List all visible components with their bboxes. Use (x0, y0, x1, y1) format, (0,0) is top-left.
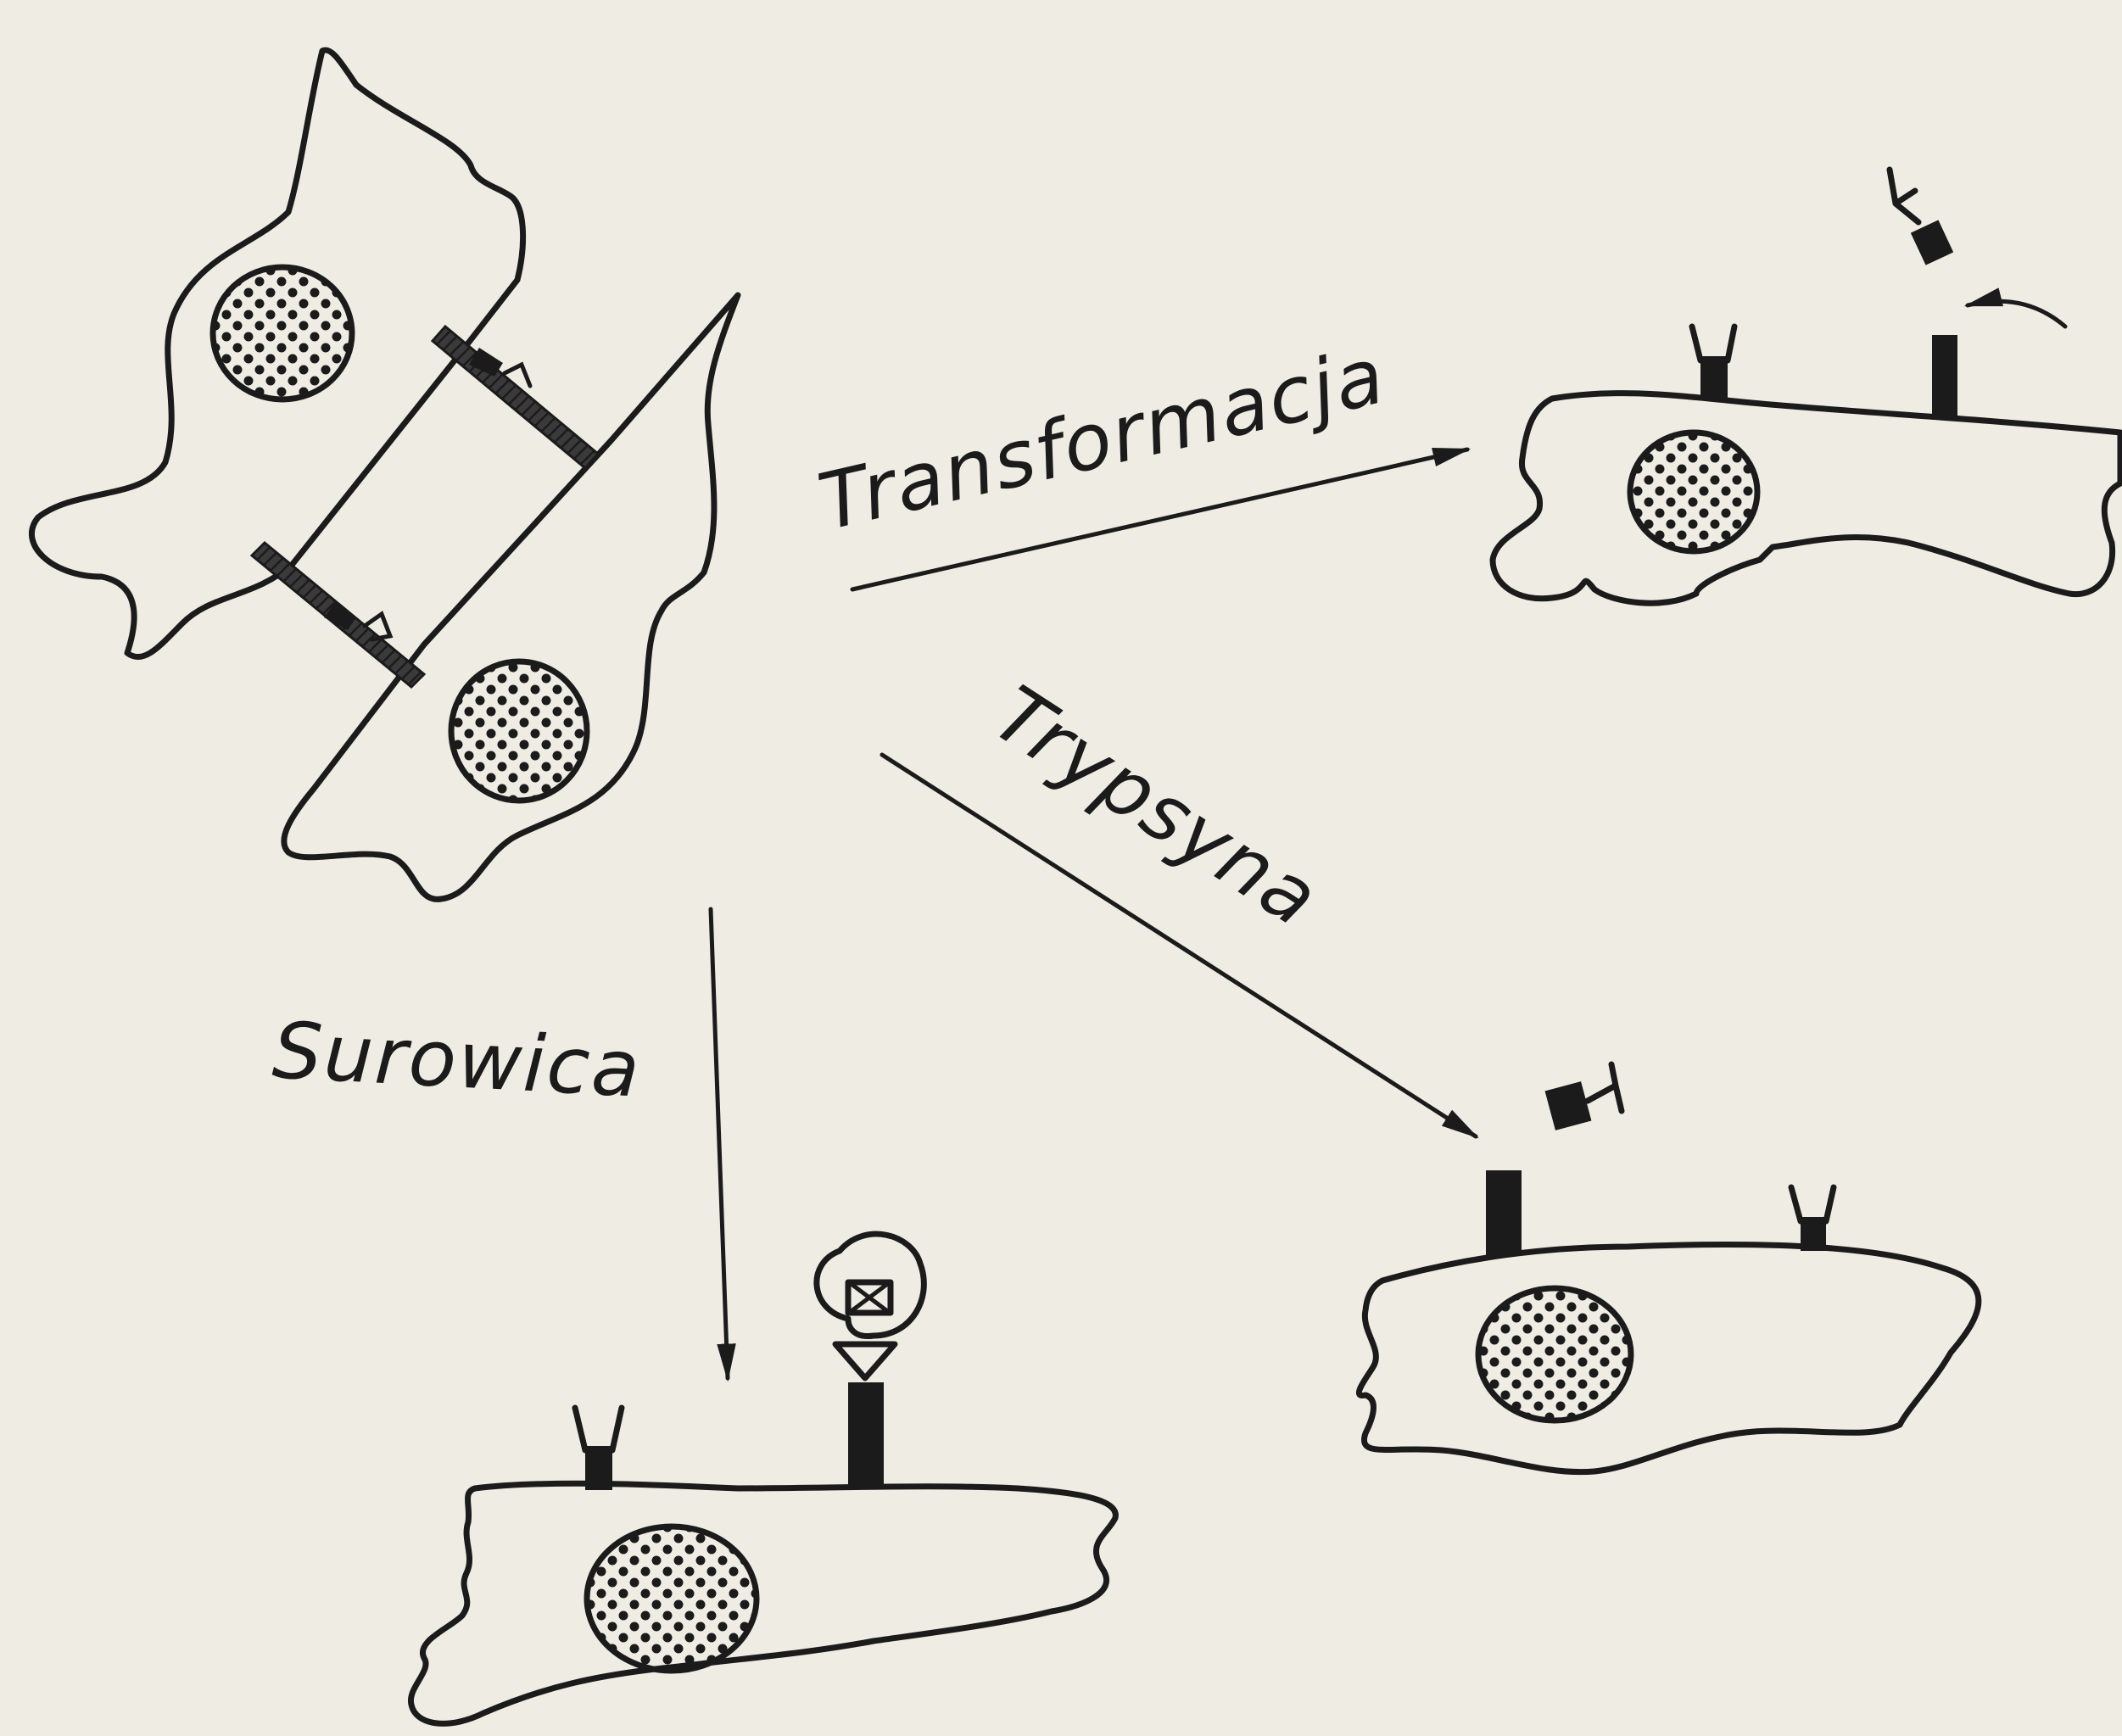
cell-a-nucleus (213, 267, 352, 399)
release-arrow (1968, 301, 2065, 327)
receptor-stub (1932, 335, 1957, 420)
serum-cell (410, 1234, 1115, 1723)
junction-bridge-lower (252, 543, 424, 687)
receptor-y (1692, 327, 1734, 399)
serum-cell-receptor-y (575, 1408, 622, 1490)
trypsin-cell-nucleus (1478, 1288, 1631, 1421)
transformed-cell (1493, 170, 2120, 603)
released-fragment-top (1890, 170, 1953, 265)
serum-arrow (711, 909, 728, 1378)
serum-cell-nucleus (587, 1527, 757, 1671)
trypsin-cell-receptor-y (1791, 1187, 1834, 1251)
trypsin-cell-stub (1486, 1170, 1522, 1255)
label-serum: Surowica (271, 1005, 644, 1115)
trypsin-cell (1359, 1064, 1979, 1472)
serum-cell-bound-receptor (817, 1234, 924, 1488)
adherent-cell-pair (31, 50, 738, 899)
trypsin-cell-membrane (1359, 1245, 1979, 1472)
cell-b-nucleus (451, 661, 587, 801)
junction-bridge-upper (433, 327, 598, 468)
serum-cell-membrane (410, 1483, 1115, 1723)
label-trypsin: Trypsyna (978, 669, 1335, 945)
transformed-cell-nucleus (1630, 433, 1757, 551)
released-fragment-mid (1545, 1064, 1622, 1130)
transformed-cell-membrane (1493, 394, 2120, 604)
label-transform: Transformacja (811, 330, 1393, 548)
